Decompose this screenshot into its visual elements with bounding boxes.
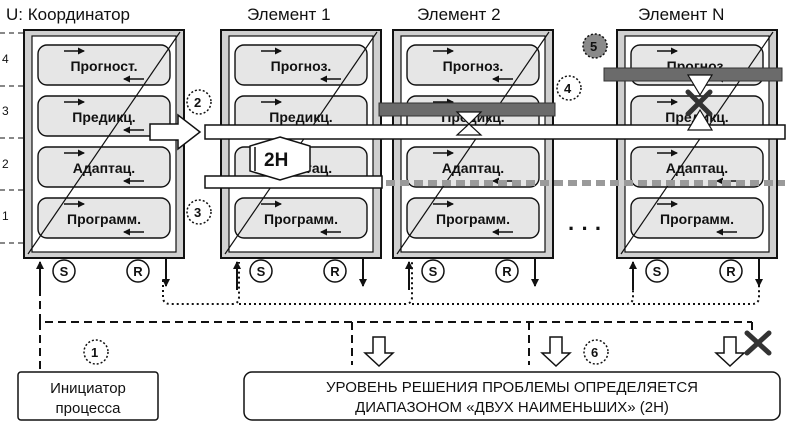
svg-text:5: 5 <box>590 39 597 54</box>
level-label-3: 3 <box>2 104 9 118</box>
module-element-2-4: Прогноз. <box>406 44 540 86</box>
svg-text:R: R <box>330 264 340 279</box>
module-label: Программ. <box>660 211 734 227</box>
column-diagonal <box>27 31 181 255</box>
down-arrow-3 <box>714 336 746 368</box>
module-label: Прогноз. <box>271 58 332 74</box>
upper-channel <box>204 124 786 140</box>
marker-4: 4 <box>556 75 582 101</box>
module-label: Программ. <box>436 211 510 227</box>
port-s-element-1: S <box>249 259 273 283</box>
module-element-1-4: Прогноз. <box>234 44 368 86</box>
range-2h-label: 2H <box>264 150 288 171</box>
module-element-1-1: Программ. <box>234 197 368 239</box>
module-label: Прогноз. <box>443 58 504 74</box>
svg-text:6: 6 <box>591 345 598 360</box>
port-s-coordinator: S <box>52 259 76 283</box>
module-label: Адаптац. <box>442 160 504 176</box>
marker-6: 6 <box>583 339 609 365</box>
port-r-element-n: R <box>719 259 743 283</box>
port-s-element-n: S <box>645 259 669 283</box>
module-label: Предикц. <box>269 109 332 125</box>
result-line-2: ДИАПАЗОНОМ «ДВУХ НАИМЕНЬШИХ» (2H) <box>355 399 669 416</box>
module-coordinator-4: Прогност. <box>37 44 171 86</box>
port-r-element-2: R <box>495 259 519 283</box>
level-label-4: 4 <box>2 52 9 66</box>
svg-text:R: R <box>502 264 512 279</box>
column-diagonal <box>396 31 550 255</box>
level-label-2: 2 <box>2 157 9 171</box>
dotted-interconnect <box>162 262 760 305</box>
svg-text:R: R <box>133 264 143 279</box>
initiator-line-2: процесса <box>56 400 122 417</box>
module-coordinator-2: Адаптац. <box>37 146 171 188</box>
port-lines-element-2 <box>405 258 539 290</box>
svg-text:S: S <box>653 264 662 279</box>
down-arrow-1 <box>363 336 395 368</box>
svg-text:S: S <box>257 264 266 279</box>
dashed-bus <box>39 262 752 375</box>
element-n-limit-bar <box>603 67 783 131</box>
marker-1: 1 <box>83 339 109 365</box>
module-label: Программ. <box>67 211 141 227</box>
column-coordinator: Прогност. Предикц. Адаптац. Программ. <box>23 29 185 259</box>
column-title-element-2: Элемент 2 <box>417 5 501 24</box>
svg-text:S: S <box>429 264 438 279</box>
port-r-element-1: R <box>323 259 347 283</box>
svg-text:S: S <box>60 264 69 279</box>
element-2-limit-bar <box>378 102 556 136</box>
column-title-coordinator: U: Координатор <box>6 5 130 24</box>
svg-text:R: R <box>726 264 736 279</box>
entry-arrow <box>149 113 202 151</box>
svg-text:4: 4 <box>564 81 572 96</box>
module-coordinator-3: Предикц. <box>37 95 171 137</box>
module-element-2-1: Программ. <box>406 197 540 239</box>
blocked-cross-icon <box>685 89 713 117</box>
marker-2: 2 <box>186 89 212 115</box>
module-label: Адаптац. <box>73 160 135 176</box>
port-lines-element-1 <box>233 258 367 290</box>
port-s-element-2: S <box>421 259 445 283</box>
module-element-n-1: Программ. <box>630 197 764 239</box>
module-label: Адаптац. <box>666 160 728 176</box>
initiator-line-1: Инициатор <box>50 380 126 397</box>
module-label: Прогност. <box>70 58 137 74</box>
initiator-box: Инициатор процесса <box>17 371 159 421</box>
down-arrow-2 <box>540 336 572 368</box>
module-coordinator-1: Программ. <box>37 197 171 239</box>
module-label: Программ. <box>264 211 338 227</box>
range-2h-indicator: 2H <box>249 136 311 181</box>
result-box: УРОВЕНЬ РЕШЕНИЯ ПРОБЛЕМЫ ОПРЕДЕЛЯЕТСЯ ДИ… <box>243 371 781 421</box>
marker-5: 5 <box>582 33 608 59</box>
module-element-n-2: Адаптац. <box>630 146 764 188</box>
column-title-element-n: Элемент N <box>638 5 724 24</box>
svg-text:3: 3 <box>194 205 201 220</box>
column-element-2: Прогноз.Предикц.Адаптац.Программ. <box>392 29 554 259</box>
lower-channel <box>204 175 383 189</box>
more-elements-ellipsis: · · · <box>568 216 602 241</box>
module-label: Предикц. <box>72 109 135 125</box>
level-label-1: 1 <box>2 209 9 223</box>
port-r-coordinator: R <box>126 259 150 283</box>
svg-text:2: 2 <box>194 95 201 110</box>
svg-text:1: 1 <box>91 345 98 360</box>
column-element-n: Прогноз.Предикц.Адаптац.Программ. <box>616 29 778 259</box>
result-line-1: УРОВЕНЬ РЕШЕНИЯ ПРОБЛЕМЫ ОПРЕДЕЛЯЕТСЯ <box>326 379 698 396</box>
marker-3: 3 <box>186 199 212 225</box>
module-element-2-2: Адаптац. <box>406 146 540 188</box>
blocked-cross-icon <box>744 330 772 356</box>
column-title-element-1: Элемент 1 <box>247 5 331 24</box>
